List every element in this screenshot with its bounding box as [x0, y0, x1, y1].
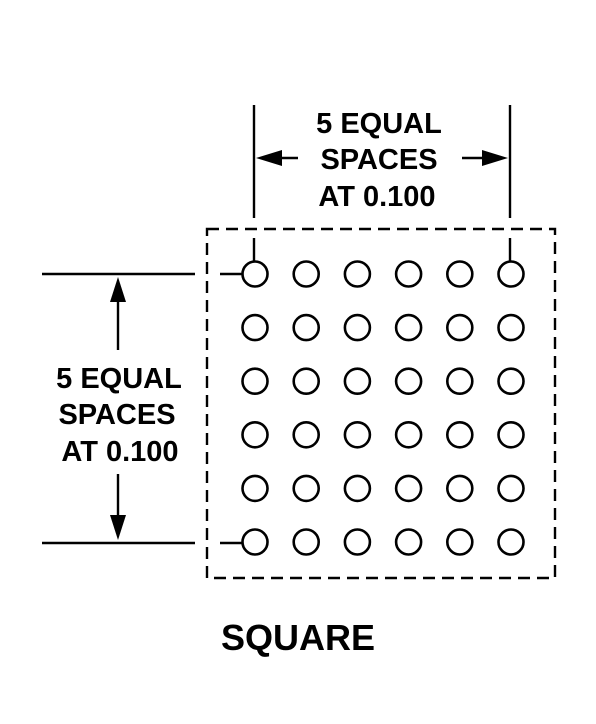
pin-r6-c3 [343, 528, 372, 556]
pin-r4-c3 [343, 420, 372, 449]
pin-r5-c4 [394, 474, 423, 503]
pin-r6-c1 [241, 528, 269, 556]
pin-r6-c2 [292, 528, 321, 556]
side-dimension-text-line1: 5 EQUAL [56, 363, 182, 395]
pin-r4-c1 [241, 420, 269, 449]
pin-r1-c2 [292, 260, 321, 288]
pin-r3-c4 [394, 367, 423, 396]
pin-r3-c6 [497, 367, 525, 396]
pin-r2-c1 [241, 313, 269, 342]
side-dimension-text-line3: AT 0.100 [61, 436, 178, 468]
pin-r2-c3 [343, 313, 372, 342]
top-dimension-text-line1: 5 EQUAL [316, 108, 442, 140]
pin-r2-c4 [394, 313, 423, 342]
top-arrowhead-right [482, 150, 508, 166]
pin-r2-c2 [292, 313, 321, 342]
caption: SQUARE [221, 617, 375, 658]
pin-r1-c1 [241, 260, 269, 288]
pin-r3-c2 [292, 367, 321, 396]
pin-r2-c6 [497, 313, 525, 342]
pin-r3-c3 [343, 367, 372, 396]
pin-r5-c5 [445, 474, 474, 503]
pin-r1-c3 [343, 260, 372, 288]
pin-r3-c1 [241, 367, 269, 396]
package-outline [205, 227, 557, 580]
top-dimension-text-line2: SPACES [320, 144, 437, 176]
pin-r5-c3 [343, 474, 372, 503]
side-dimension-text-line2: SPACES [58, 399, 175, 431]
pin-r1-c5 [445, 260, 474, 288]
pin-array [241, 260, 525, 556]
pin-r5-c1 [241, 474, 269, 503]
pin-r4-c5 [445, 420, 474, 449]
pin-r4-c2 [292, 420, 321, 449]
side-arrowhead-bottom [110, 515, 126, 540]
side-arrowhead-top [110, 277, 126, 302]
pin-r6-c6 [497, 528, 525, 556]
pin-r6-c5 [445, 528, 474, 556]
pin-r3-c5 [445, 367, 474, 396]
pin-r5-c2 [292, 474, 321, 503]
top-arrowhead-left [256, 150, 282, 166]
pin-r6-c4 [394, 528, 423, 556]
pin-r4-c6 [497, 420, 525, 449]
pin-r4-c4 [394, 420, 423, 449]
pin-r5-c6 [497, 474, 525, 503]
pin-r1-c4 [394, 260, 423, 288]
pin-r1-c6 [497, 260, 525, 288]
top-dimension-text-line3: AT 0.100 [318, 181, 435, 213]
pin-r2-c5 [445, 313, 474, 342]
